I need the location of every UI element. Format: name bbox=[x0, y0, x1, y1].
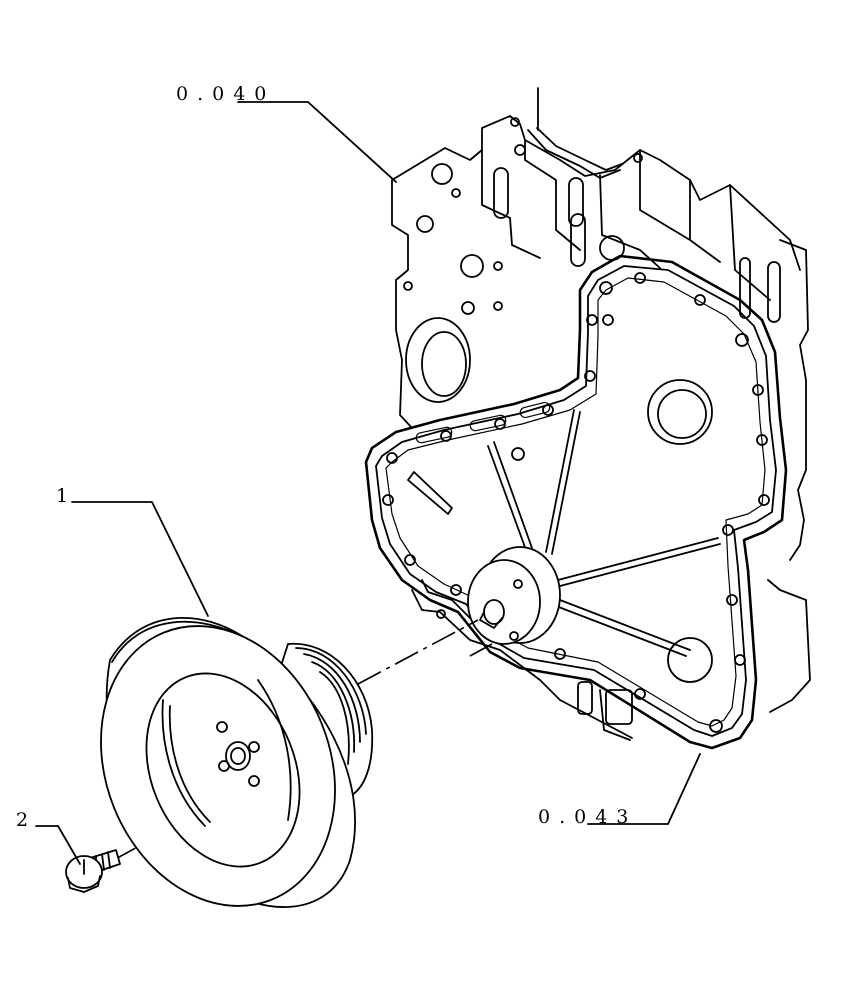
timing-cover bbox=[364, 254, 788, 750]
crankshaft-pulley bbox=[100, 616, 374, 908]
flange-screw bbox=[65, 849, 121, 893]
callout-engine-block: 0.040 bbox=[176, 83, 275, 105]
leader-lines bbox=[35, 101, 701, 865]
callout-pulley: 1 bbox=[56, 485, 77, 507]
engine-block bbox=[391, 87, 811, 741]
callout-screw: 2 bbox=[16, 809, 37, 831]
callout-timing-cover: 0.043 bbox=[538, 806, 637, 828]
